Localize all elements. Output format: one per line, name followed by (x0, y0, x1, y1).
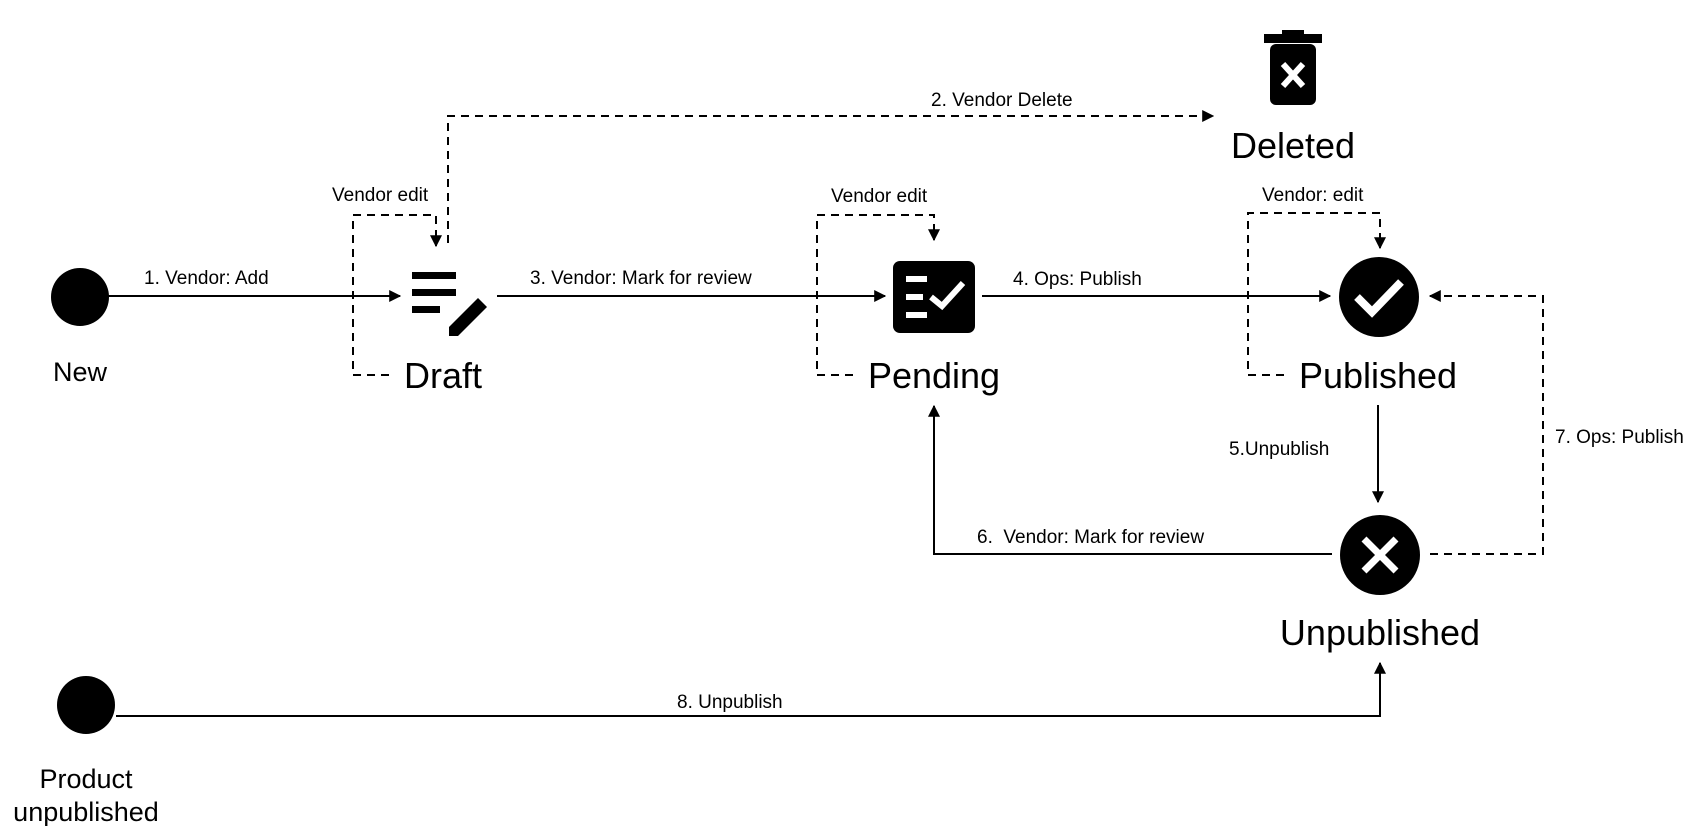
edge-label-vendor-delete: 2. Vendor Delete (931, 90, 1073, 111)
start-node-product-unpublished (57, 676, 115, 734)
state-label-new: New (53, 357, 108, 387)
edge-vendor-delete (447, 110, 1215, 243)
trash-icon (1264, 30, 1322, 105)
state-label-draft: Draft (404, 355, 482, 396)
edge-label-mark-for-review: 3. Vendor: Mark for review (530, 268, 752, 289)
loop-label-published: Vendor: edit (1262, 185, 1364, 206)
loop-published-vendor-edit (1247, 212, 1386, 376)
state-label-product-unpublished-2: unpublished (13, 797, 159, 826)
check-circle-icon (1339, 257, 1419, 337)
edge-label-ops-publish-7: 7. Ops: Publish (1555, 427, 1684, 448)
loop-draft-vendor-edit (352, 214, 442, 376)
edge-label-vendor-add: 1. Vendor: Add (144, 268, 269, 289)
state-label-pending: Pending (868, 355, 1000, 396)
start-node-new (51, 268, 109, 326)
edge-label-vendor-mark-for-review-6: 6. Vendor: Mark for review (977, 527, 1204, 548)
state-label-deleted: Deleted (1231, 125, 1355, 166)
cancel-circle-icon (1340, 515, 1420, 595)
state-label-published: Published (1299, 355, 1457, 396)
edge-label-unpublish-8: 8. Unpublish (677, 692, 783, 713)
edge-vendor-mark-for-review-6 (928, 404, 1332, 555)
state-label-product-unpublished-1: Product (39, 764, 133, 794)
loop-label-pending: Vendor edit (831, 186, 928, 207)
checklist-icon (893, 261, 975, 333)
loop-label-draft: Vendor edit (332, 185, 429, 206)
edge-label-unpublish: 5.Unpublish (1229, 439, 1329, 460)
edge-label-ops-publish: 4. Ops: Publish (1013, 269, 1142, 290)
edit-note-icon (412, 272, 487, 336)
edge-ops-publish-7 (1428, 290, 1544, 555)
loop-pending-vendor-edit (816, 214, 940, 376)
edge-unpublish-8 (116, 661, 1386, 717)
state-label-unpublished: Unpublished (1280, 612, 1480, 653)
